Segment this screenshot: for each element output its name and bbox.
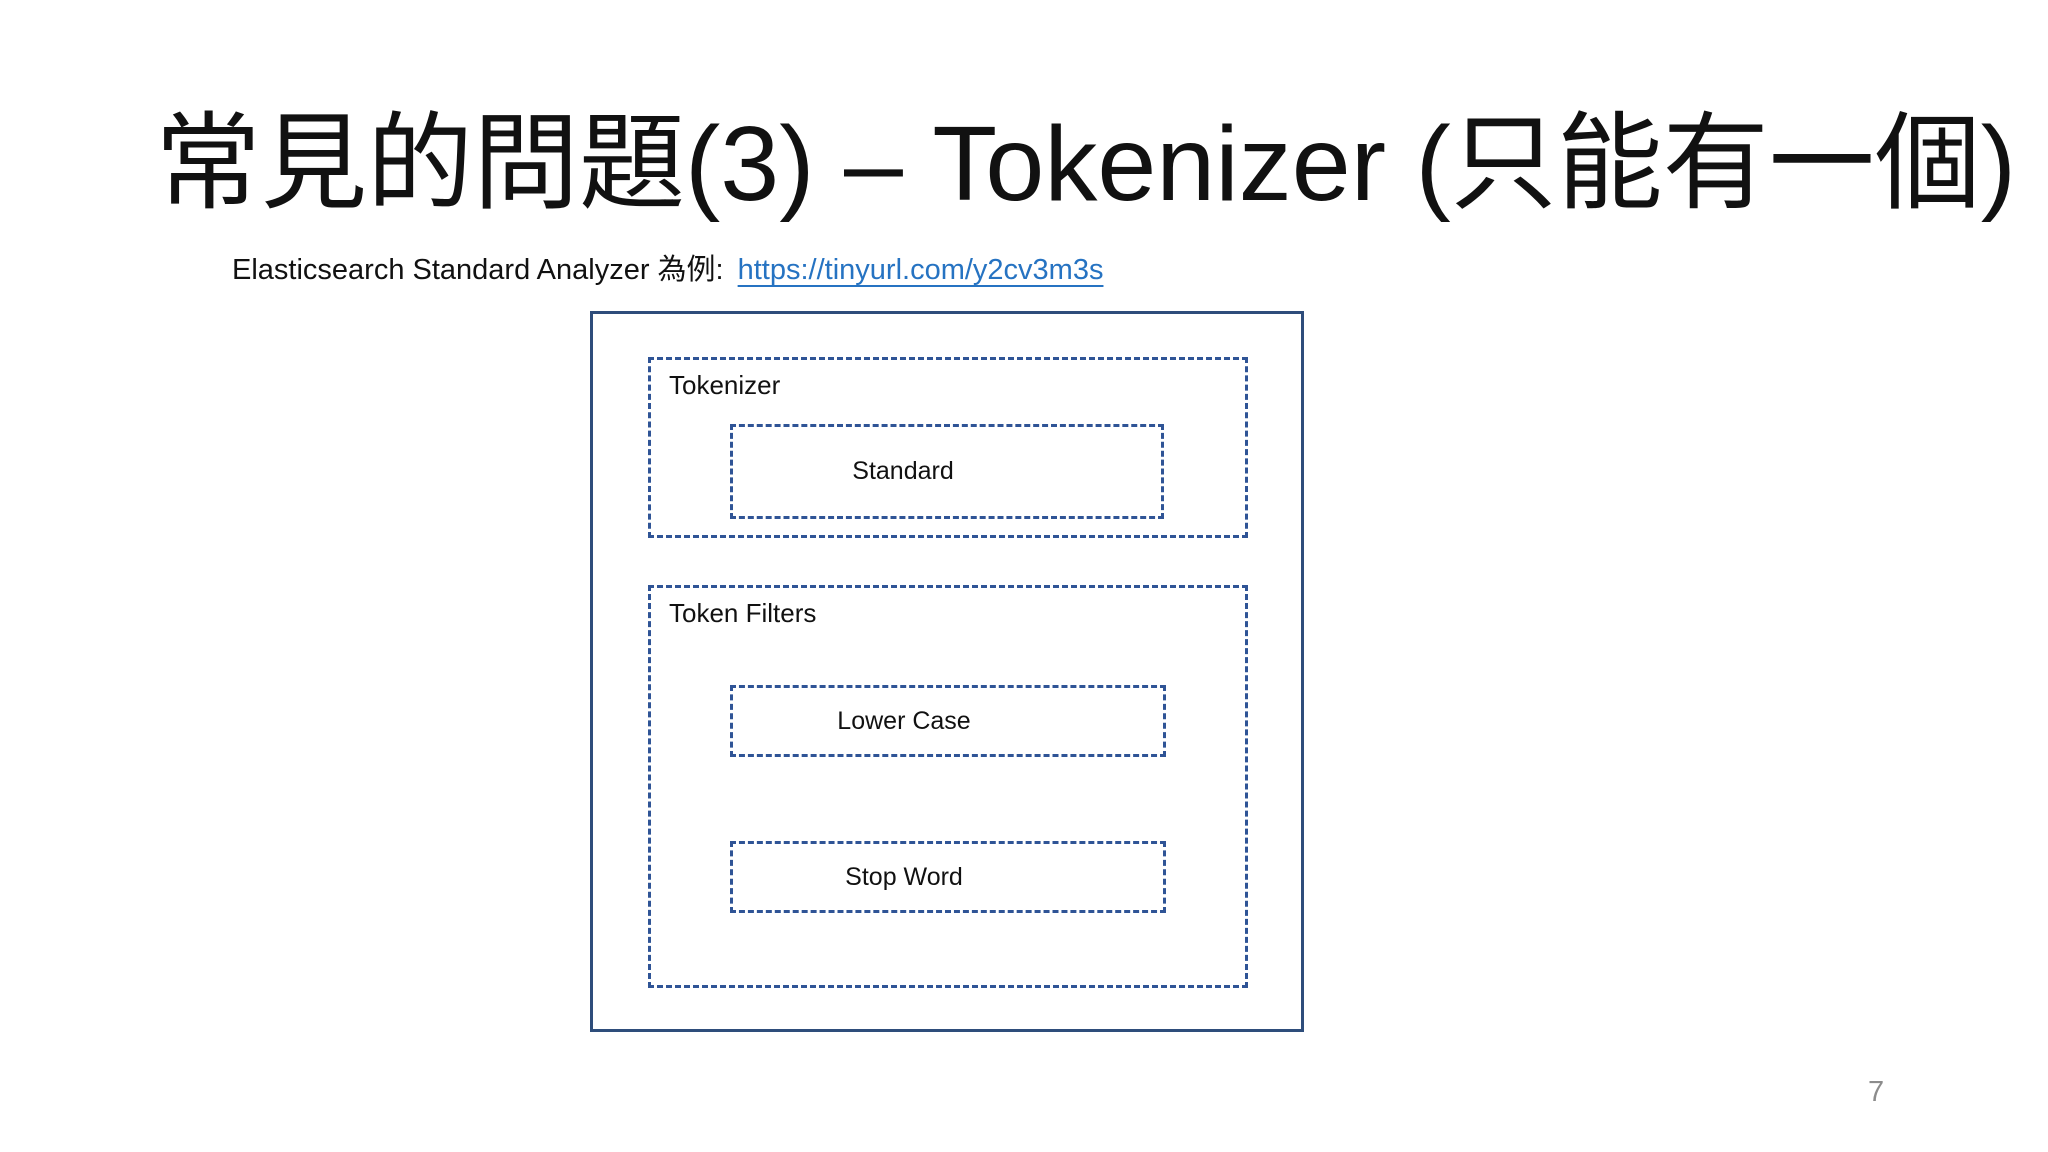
standard-tokenizer-label: Standard: [852, 457, 954, 485]
subtitle-text: Elasticsearch Standard Analyzer 為例:: [232, 254, 724, 286]
tokenizer-group-label: Tokenizer: [669, 370, 781, 400]
slide-title: 常見的問題(3) – Tokenizer (只能有一個): [155, 105, 2017, 223]
analyzer-diagram-box: Tokenizer Standard Token Filters Lower C…: [590, 311, 1304, 1032]
stop-word-filter-box: Stop Word: [730, 841, 1166, 913]
lower-case-filter-label: Lower Case: [837, 706, 971, 735]
token-filters-group-label: Token Filters: [669, 598, 817, 628]
subtitle: Elasticsearch Standard Analyzer 為例: https…: [232, 250, 1103, 291]
standard-tokenizer-box: Standard: [730, 424, 1164, 519]
subtitle-hyperlink[interactable]: https://tinyurl.com/y2cv3m3s: [737, 254, 1104, 286]
token-filters-group-box: Token Filters Lower Case Stop Word: [648, 585, 1248, 988]
stop-word-filter-label: Stop Word: [845, 862, 963, 891]
lower-case-filter-box: Lower Case: [730, 685, 1166, 757]
tokenizer-group-box: Tokenizer Standard: [648, 357, 1248, 538]
page-number: 7: [1868, 1076, 1885, 1108]
